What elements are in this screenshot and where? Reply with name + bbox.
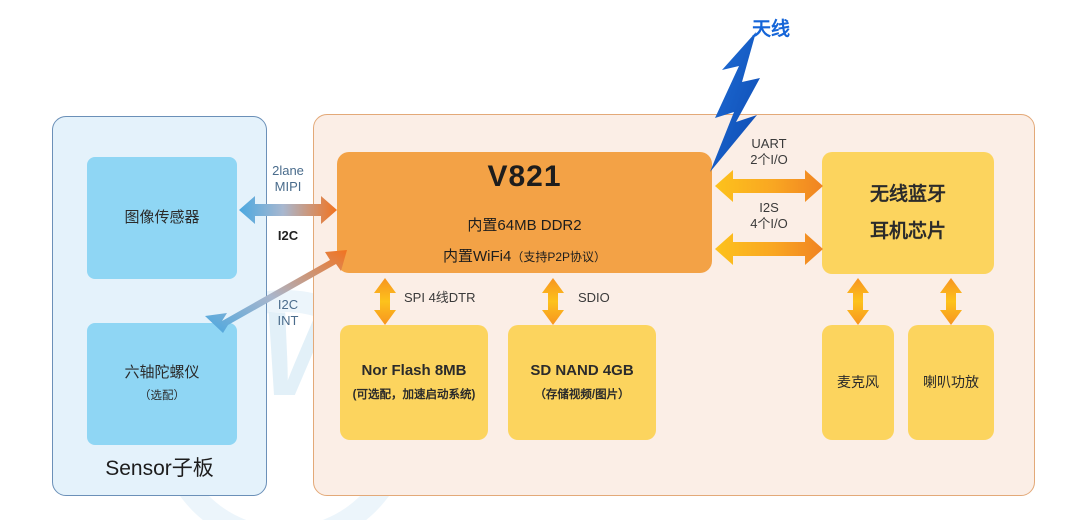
- block-bluetooth-line1: 无线蓝牙: [869, 183, 946, 205]
- label-i2s: I2S 4个I/O: [750, 200, 788, 232]
- block-gyroscope[interactable]: 六轴陀螺仪 （选配）: [87, 323, 237, 445]
- sensor-subboard-title: Sensor子板: [105, 457, 214, 480]
- block-microphone-label: 麦克风: [837, 373, 879, 390]
- label-i2c-int: I2C INT: [277, 297, 299, 329]
- block-nor-flash[interactable]: Nor Flash 8MB (可选配，加速启动系统): [340, 325, 488, 440]
- block-bluetooth-chip[interactable]: 无线蓝牙 耳机芯片: [822, 152, 994, 274]
- block-speaker-amp-label: 喇叭功放: [923, 373, 979, 390]
- block-image-sensor-label: 图像传感器: [124, 208, 200, 226]
- block-gyroscope-sub: （选配）: [139, 389, 185, 402]
- label-spi: SPI 4线DTR: [404, 290, 476, 305]
- block-gyroscope-label: 六轴陀螺仪: [124, 364, 200, 382]
- block-sd-nand-sub: （存储视频/图片）: [534, 388, 630, 401]
- block-nor-flash-sub: (可选配，加速启动系统): [352, 388, 476, 401]
- soc-wifi-line: 内置WiFi4（支持P2P协议）: [443, 245, 606, 266]
- soc-wifi-main: 内置WiFi4: [442, 247, 512, 265]
- label-uart: UART 2个I/O: [750, 136, 788, 168]
- block-nor-flash-label: Nor Flash 8MB: [361, 362, 467, 380]
- block-sd-nand-label: SD NAND 4GB: [530, 362, 634, 380]
- label-i2c: I2C: [277, 228, 299, 243]
- block-speaker-amp[interactable]: 喇叭功放: [908, 325, 994, 440]
- soc-title: V821: [487, 159, 562, 193]
- block-image-sensor[interactable]: 图像传感器: [87, 157, 237, 279]
- soc-wifi-note: （支持P2P协议）: [511, 249, 606, 264]
- label-sdio: SDIO: [578, 290, 610, 305]
- block-soc-v821[interactable]: V821 内置64MB DDR2 内置WiFi4（支持P2P协议）: [337, 152, 712, 273]
- block-sd-nand[interactable]: SD NAND 4GB （存储视频/图片）: [508, 325, 656, 440]
- block-bluetooth-line2: 耳机芯片: [869, 220, 946, 242]
- label-antenna: 天线: [752, 19, 791, 40]
- soc-ddr-line: 内置64MB DDR2: [467, 216, 582, 234]
- label-mipi: 2lane MIPI: [272, 163, 304, 195]
- block-microphone[interactable]: 麦克风: [822, 325, 894, 440]
